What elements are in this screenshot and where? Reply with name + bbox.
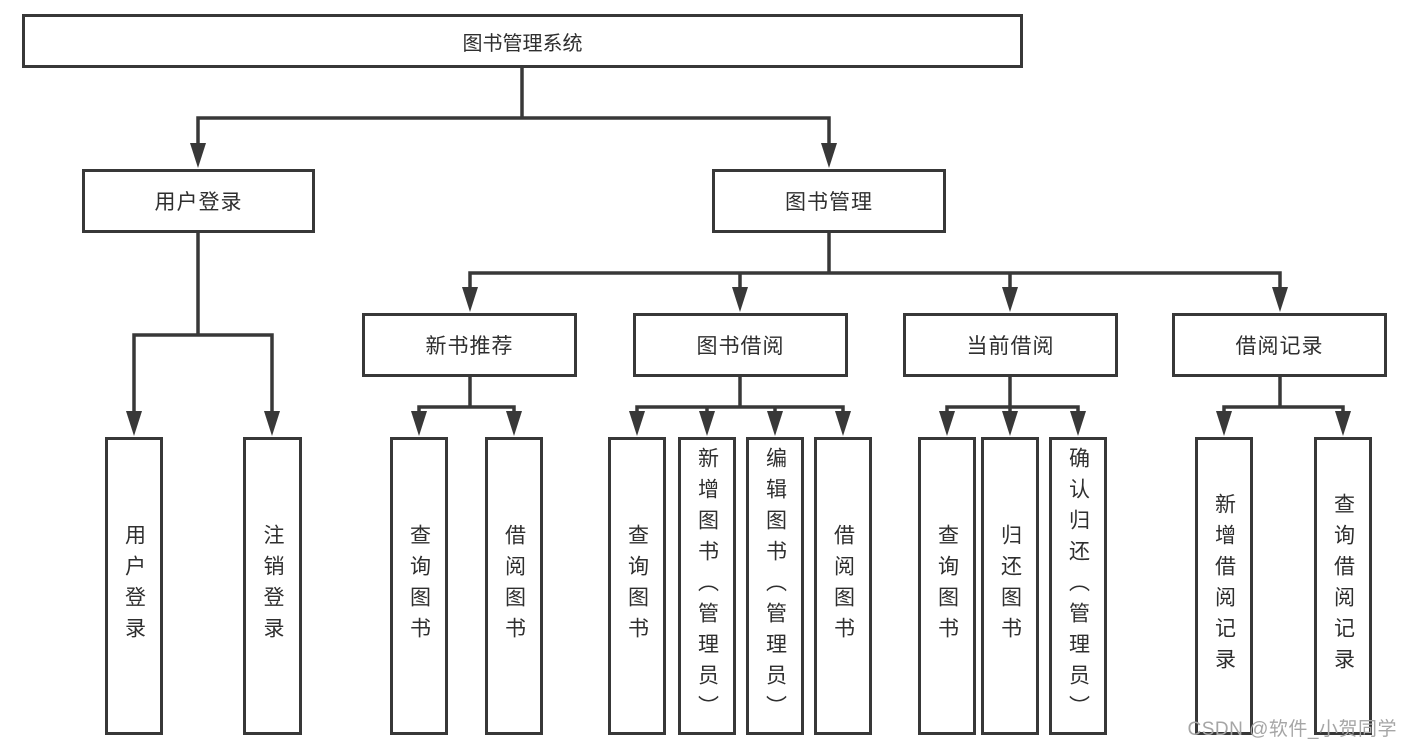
node-label: 查询图书 bbox=[407, 524, 431, 648]
connector-userlogin-to-leaves bbox=[132, 231, 274, 414]
node-label: 归还图书 bbox=[998, 524, 1022, 648]
connector-recommend-to-leaves bbox=[417, 375, 516, 414]
leaf-edit-books-admin: 编辑图书（管理员） bbox=[746, 437, 804, 735]
leaf-add-books-admin: 新增图书（管理员） bbox=[678, 437, 736, 735]
node-user-login: 用户登录 bbox=[82, 169, 315, 233]
leaf-borrow-books-recommend: 借阅图书 bbox=[485, 437, 543, 735]
node-label: 注销登录 bbox=[261, 524, 284, 648]
connector-bookmgmt-to-level3 bbox=[468, 231, 1282, 290]
node-label: 新书推荐 bbox=[425, 335, 514, 358]
arrowhead-icon bbox=[939, 411, 955, 436]
node-label: 新增借阅记录 bbox=[1212, 493, 1236, 679]
leaf-logout: 注销登录 bbox=[243, 437, 302, 735]
node-label: 借阅图书 bbox=[831, 524, 855, 648]
arrowhead-icon bbox=[629, 411, 645, 436]
node-label: 新增图书（管理员） bbox=[695, 446, 719, 726]
arrowhead-icon bbox=[190, 143, 206, 168]
arrowhead-icon bbox=[767, 411, 783, 436]
node-label: 查询图书 bbox=[935, 524, 959, 648]
node-label: 用户登录 bbox=[122, 524, 146, 648]
leaf-add-borrow-record: 新增借阅记录 bbox=[1195, 437, 1253, 735]
connector-borrow-to-leaves bbox=[635, 375, 845, 414]
leaf-query-books-current: 查询图书 bbox=[918, 437, 976, 735]
node-label: 借阅记录 bbox=[1235, 335, 1324, 358]
node-label: 查询借阅记录 bbox=[1331, 493, 1355, 679]
arrowhead-icon bbox=[411, 411, 427, 436]
arrowhead-icon bbox=[1335, 411, 1351, 436]
connector-root-to-level2 bbox=[196, 66, 831, 148]
node-label: 查询图书 bbox=[625, 524, 649, 648]
node-label: 编辑图书（管理员） bbox=[763, 446, 787, 726]
arrowhead-icon bbox=[264, 411, 280, 436]
leaf-user-login: 用户登录 bbox=[105, 437, 163, 735]
arrowhead-icon bbox=[506, 411, 522, 436]
arrowhead-icon bbox=[732, 287, 748, 312]
node-book-borrowing: 图书借阅 bbox=[633, 313, 848, 377]
node-label: 用户登录 bbox=[154, 191, 243, 214]
connector-current-to-leaves bbox=[945, 375, 1080, 414]
node-book-management: 图书管理 bbox=[712, 169, 946, 233]
node-label: 借阅图书 bbox=[502, 524, 526, 648]
arrowhead-icon bbox=[1070, 411, 1086, 436]
leaf-return-books: 归还图书 bbox=[981, 437, 1039, 735]
node-borrowing-records: 借阅记录 bbox=[1172, 313, 1387, 377]
arrowhead-icon bbox=[821, 143, 837, 168]
arrowhead-icon bbox=[1216, 411, 1232, 436]
node-label: 图书管理 bbox=[785, 191, 873, 214]
arrowhead-icon bbox=[835, 411, 851, 436]
leaf-borrow-books: 借阅图书 bbox=[814, 437, 872, 735]
arrowhead-icon bbox=[126, 411, 142, 436]
leaf-query-books-recommend: 查询图书 bbox=[390, 437, 448, 735]
node-label: 确认归还（管理员） bbox=[1066, 446, 1090, 726]
node-current-borrowing: 当前借阅 bbox=[903, 313, 1118, 377]
csdn-watermark: CSDN @软件_小贺同学 bbox=[1187, 719, 1397, 740]
arrowhead-icon bbox=[462, 287, 478, 312]
node-label: 图书借阅 bbox=[696, 335, 785, 358]
arrowhead-icon bbox=[1272, 287, 1288, 312]
node-label: 当前借阅 bbox=[966, 335, 1055, 358]
leaf-query-books-borrow: 查询图书 bbox=[608, 437, 666, 735]
arrowhead-icon bbox=[1002, 411, 1018, 436]
leaf-query-borrow-record: 查询借阅记录 bbox=[1314, 437, 1372, 735]
node-new-book-recommendation: 新书推荐 bbox=[362, 313, 577, 377]
leaf-confirm-return-admin: 确认归还（管理员） bbox=[1049, 437, 1107, 735]
node-library-management-system: 图书管理系统 bbox=[22, 14, 1023, 68]
connector-records-to-leaves bbox=[1222, 375, 1345, 414]
arrowhead-icon bbox=[699, 411, 715, 436]
node-label: 图书管理系统 bbox=[462, 32, 583, 55]
arrowhead-icon bbox=[1002, 287, 1018, 312]
